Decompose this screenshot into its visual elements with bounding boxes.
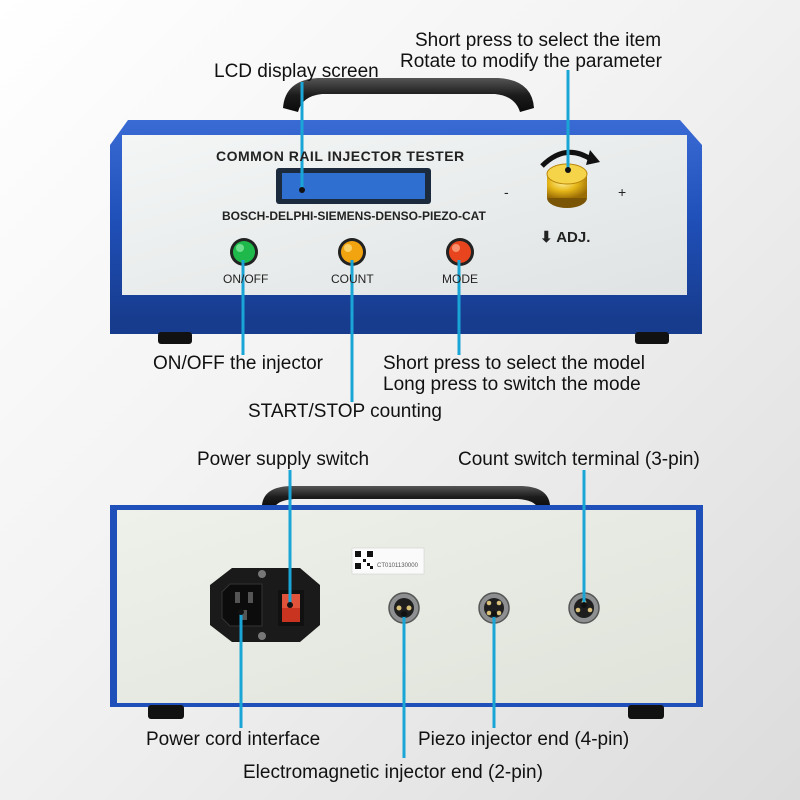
callout-knob-line1: Short press to select the item xyxy=(415,30,662,51)
callout-electromagnetic: Electromagnetic injector end (2-pin) xyxy=(243,762,543,783)
mode-button[interactable] xyxy=(446,238,474,266)
adj-label: ⬇ ADJ. xyxy=(540,228,590,246)
piezo-connector-4pin[interactable] xyxy=(478,592,510,624)
sticker-code: CT0101130000 xyxy=(377,563,418,569)
device-title: COMMON RAIL INJECTOR TESTER xyxy=(216,148,465,164)
mode-button-label: MODE xyxy=(442,272,478,286)
power-cord-socket[interactable] xyxy=(221,583,263,627)
callout-count-terminal: Count switch terminal (3-pin) xyxy=(458,449,700,470)
lcd-display-screen xyxy=(282,173,425,199)
callout-lcd: LCD display screen xyxy=(214,61,379,82)
back-foot-left xyxy=(148,705,184,719)
onoff-button[interactable] xyxy=(230,238,258,266)
callout-power-switch: Power supply switch xyxy=(197,449,370,470)
callout-power-cord: Power cord interface xyxy=(146,729,321,750)
count-button[interactable] xyxy=(338,238,366,266)
rotation-arrow-icon xyxy=(586,150,600,165)
front-foot-left xyxy=(158,332,192,344)
front-handle[interactable] xyxy=(283,78,534,112)
front-base xyxy=(110,318,702,334)
callout-lines xyxy=(239,70,586,758)
callout-dots xyxy=(238,167,587,617)
callout-mode-line1: Short press to select the model xyxy=(383,353,645,374)
back-handle[interactable] xyxy=(262,486,550,508)
onoff-button-label: ON/OFF xyxy=(223,272,269,286)
callout-piezo: Piezo injector end (4-pin) xyxy=(418,729,630,750)
down-arrow-icon: ⬇ xyxy=(540,229,553,246)
adj-text: ADJ. xyxy=(556,229,591,246)
count-button-label: COUNT xyxy=(331,272,374,286)
callout-knob-line2: Rotate to modify the parameter xyxy=(400,51,662,72)
back-foot-right xyxy=(628,705,664,719)
knob-minus-label: - xyxy=(504,184,509,200)
callout-onoff: ON/OFF the injector xyxy=(153,353,323,374)
callout-mode-line2: Long press to switch the mode xyxy=(383,374,641,395)
knob-plus-label: + xyxy=(618,184,627,200)
qr-code-icon xyxy=(354,550,374,570)
callout-count: START/STOP counting xyxy=(248,401,442,422)
supported-brands: BOSCH-DELPHI-SIEMENS-DENSO-PIEZO-CAT xyxy=(222,209,486,223)
front-foot-right xyxy=(635,332,669,344)
